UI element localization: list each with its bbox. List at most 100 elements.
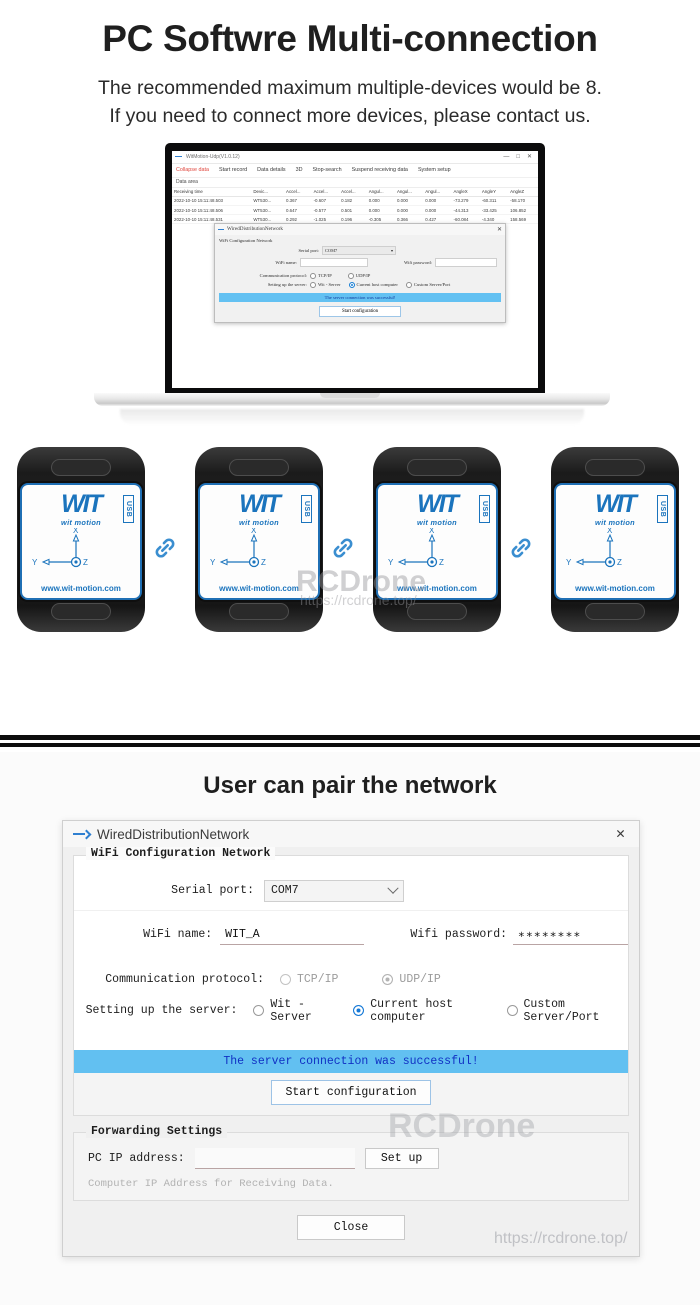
mini-wifi-password-input[interactable] [435,257,497,267]
mini-status-bar: The server connection was successful! [219,292,501,302]
mini-wifi-name-input[interactable] [300,257,368,267]
cell-gy: 0.000 [394,196,424,207]
svg-text:Y: Y [388,558,394,567]
axis-svg-icon: X Y Z [566,528,622,567]
wit-logo-word: WIT [417,489,459,518]
radio-option-custom-server[interactable]: Custom Server/Port [506,997,628,1024]
app-window-controls: — □ ✕ [503,154,535,160]
mini-protocol-label: Communication protocol: [259,273,307,279]
hero-subtitle-line2: If you need to connect more devices, ple… [109,105,591,128]
maximize-icon[interactable]: □ [516,153,520,160]
mini-radio-current-host[interactable]: Current host computer [348,281,398,288]
mini-dialog-titlebar: WiredDistributionNetwork ✕ [215,223,505,235]
radio-option-tcp-ip[interactable]: TCP/IP [280,973,338,986]
cell-device: WT530... [251,205,285,216]
cell-ay: -0.577 [311,205,340,216]
radio-option-custom-server-label: Custom Server/Port [523,997,600,1024]
lower-section-title: User can pair the network [203,772,497,799]
radio-option-udp-ip-label: UDP/IP [399,973,441,986]
cell-gz: 0.000 [423,205,452,216]
pc-ip-label: PC IP address: [88,1152,185,1165]
mini-start-configuration-button[interactable]: Start configuration [319,305,401,317]
wifi-password-input[interactable]: ∗∗∗∗∗∗∗∗ [513,924,628,945]
mini-serial-port-select[interactable]: COM7 ▾ [322,245,396,255]
wit-website-url: www.wit-motion.com [219,583,299,593]
mini-radio-wit-server[interactable]: Wit - Server [310,281,341,288]
radio-icon [310,272,316,279]
usb-port-label: USB [301,494,312,524]
chevron-down-icon [387,882,399,894]
cell-az: 0.501 [339,205,367,216]
svg-text:Z: Z [261,558,266,567]
serial-port-label: Serial port: [171,884,254,897]
wit-logo: WIT wit motion [200,485,318,527]
hero-section: PC Softwre Multi-connection The recommen… [0,0,700,131]
pc-ip-input[interactable] [194,1148,355,1169]
wired-distribution-network-dialog[interactable]: WiredDistributionNetwork ✕ WiFi Configur… [62,820,640,1257]
minimize-icon[interactable]: — [503,153,510,160]
svg-text:Y: Y [566,558,572,567]
svg-text:Y: Y [210,558,216,567]
col-accel-x: Accel... [284,187,312,197]
cell-ax: 0.367 [284,196,312,207]
set-up-button[interactable]: Set up [364,1148,439,1169]
axis-svg-icon: X Y Z [388,528,444,567]
axis-diagram: X Y Z [556,528,674,574]
mini-serial-port-row: Serial port: COM7 ▾ [219,245,501,255]
mini-dialog-body: WiFi Configuration Network Serial port: … [215,235,505,322]
radio-option-wit-server[interactable]: Wit - Server [253,998,339,1024]
radio-icon [405,281,412,288]
table-row[interactable]: 2022-10-10 15:11:48.506 WT530... 0.647 -… [172,205,538,216]
wit-website-url: www.wit-motion.com [41,583,121,593]
laptop-base [94,392,610,406]
svg-text:Z: Z [83,558,88,567]
mini-server-label: Setting up the server: [267,282,307,288]
close-button[interactable]: Close [297,1215,405,1240]
serial-port-select[interactable]: COM7 [264,879,404,902]
cell-anglex: -44.313 [451,205,480,216]
mini-radio-custom-server[interactable]: Custom Server/Port [405,281,450,288]
cell-anglez: 158.569 [508,214,538,225]
mini-wired-distribution-dialog[interactable]: WiredDistributionNetwork ✕ WiFi Configur… [214,222,506,323]
sensor-strap-slot-bottom [229,602,289,620]
menu-item-data-details[interactable]: Data details [257,167,286,174]
mini-radio-tcp[interactable]: TCP/IP [310,272,332,279]
radio-option-udp-ip[interactable]: UDP/IP [382,973,441,986]
app-logo-icon [175,155,183,159]
menu-item-stop-search[interactable]: Stop-search [312,167,342,174]
cell-time: 2022-10-10 15:11:48.506 [172,205,252,216]
menu-item-3d[interactable]: 3D [295,167,303,174]
chain-link-icon [152,535,178,561]
mini-dialog-close-icon[interactable]: ✕ [496,226,502,233]
usb-port-label: USB [123,494,134,524]
connection-status-bar: The server connection was successful! [74,1050,628,1073]
section-divider [0,735,700,747]
wit-logo-subtitle: wit motion [239,517,279,527]
close-icon[interactable]: ✕ [615,825,625,843]
chain-link-icon [330,535,356,561]
col-receiving-time: Receiving time [172,187,252,197]
close-icon[interactable]: ✕ [526,153,532,160]
data-table: Receiving time Devic... Accel... Accel..… [172,187,538,225]
laptop-screen: WitMotion-Udp(V1.0.12) — □ ✕ Collapse da… [172,150,538,388]
svg-text:X: X [429,528,435,535]
wifi-name-input[interactable]: WIT_A [220,924,365,945]
mini-protocol-row: Communication protocol: TCP/IP UDP/IP [219,272,501,279]
svg-text:X: X [73,528,79,535]
mini-radio-udp[interactable]: UDP/IP [347,272,370,279]
mini-wifi-name-label: WiFi name: [275,259,297,265]
menu-item-system-setup[interactable]: System setup [417,167,451,174]
menu-item-suspend-receiving-data[interactable]: Suspend receiving data [351,167,408,174]
axis-diagram: X Y Z [22,528,140,574]
cell-gy: 0.000 [394,205,424,216]
cell-anglex: -73.279 [451,196,480,207]
radio-option-current-host[interactable]: Current host computer [353,998,492,1024]
start-configuration-button[interactable]: Start configuration [271,1080,431,1105]
chain-link-icon [508,535,534,561]
menu-item-collapse-data[interactable]: Collapse data [176,167,209,174]
table-row[interactable]: 2022-10-10 15:11:48.503 WT530... 0.367 -… [172,196,538,207]
wifi-password-label: Wifi password: [410,928,508,941]
wit-logo: WIT wit motion [556,485,674,527]
wit-logo: WIT wit motion [22,485,140,527]
menu-item-start-record[interactable]: Start record [218,167,248,174]
